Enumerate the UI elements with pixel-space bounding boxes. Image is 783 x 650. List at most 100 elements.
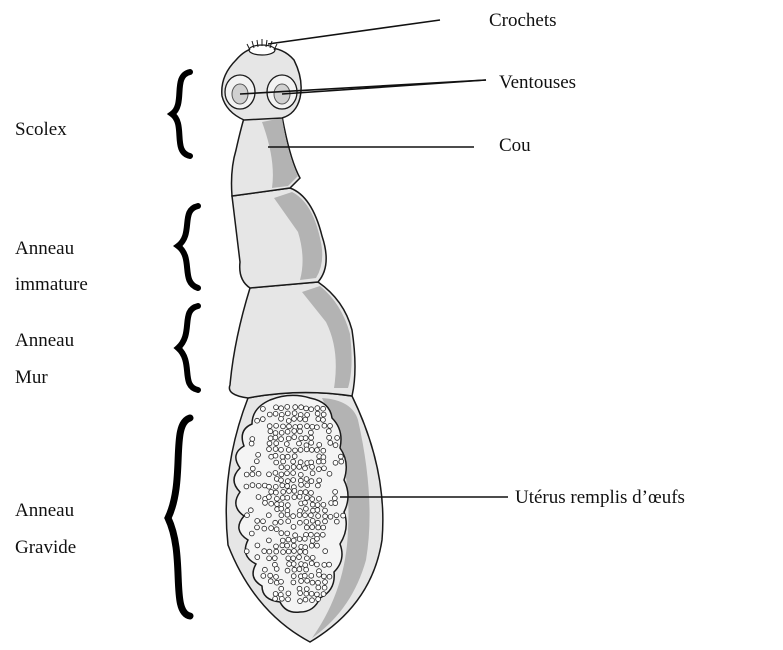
egg — [309, 440, 314, 445]
egg — [291, 459, 296, 464]
egg — [250, 472, 255, 477]
egg — [309, 561, 314, 566]
egg — [285, 512, 290, 517]
egg — [327, 435, 332, 440]
egg — [297, 513, 302, 518]
egg — [291, 471, 296, 476]
egg — [302, 573, 307, 578]
egg — [297, 441, 302, 446]
egg — [269, 526, 274, 531]
egg — [315, 592, 320, 597]
egg — [291, 478, 296, 483]
egg — [299, 482, 304, 487]
egg — [279, 502, 284, 507]
egg — [278, 520, 283, 525]
egg — [321, 418, 326, 423]
egg — [298, 448, 303, 453]
egg — [298, 472, 303, 477]
egg — [280, 483, 285, 488]
egg — [286, 549, 291, 554]
egg — [287, 489, 292, 494]
egg — [328, 441, 333, 446]
egg — [316, 580, 321, 585]
egg — [292, 417, 297, 422]
egg — [261, 574, 266, 579]
egg — [309, 532, 314, 537]
egg — [304, 477, 309, 482]
egg — [287, 562, 292, 567]
egg — [292, 454, 297, 459]
egg — [317, 478, 322, 483]
egg — [333, 501, 338, 506]
egg — [322, 585, 327, 590]
egg — [286, 597, 291, 602]
egg — [335, 436, 340, 441]
egg — [323, 508, 328, 513]
egg — [310, 580, 315, 585]
egg — [280, 543, 285, 548]
egg — [285, 495, 290, 500]
egg — [279, 416, 284, 421]
label-mature-line2: Mur — [15, 367, 48, 389]
egg — [310, 465, 315, 470]
egg — [273, 592, 278, 597]
brace-mature — [178, 306, 198, 390]
egg — [255, 555, 260, 560]
neck — [232, 116, 301, 196]
egg — [269, 501, 274, 506]
egg — [305, 578, 310, 583]
egg — [322, 466, 327, 471]
label-mature-line1: Anneau — [15, 330, 74, 352]
egg — [315, 425, 320, 430]
egg — [269, 490, 274, 495]
egg — [310, 598, 315, 603]
egg — [297, 465, 302, 470]
egg — [317, 572, 322, 577]
egg — [309, 591, 314, 596]
egg — [303, 513, 308, 518]
egg — [273, 431, 278, 436]
egg — [285, 543, 290, 548]
egg — [280, 538, 285, 543]
egg — [267, 495, 272, 500]
egg — [255, 519, 260, 524]
egg — [298, 429, 303, 434]
egg — [304, 406, 309, 411]
egg — [285, 429, 290, 434]
egg — [281, 550, 286, 555]
egg — [315, 448, 320, 453]
pointer-hooks — [268, 20, 440, 44]
egg — [291, 580, 296, 585]
egg — [341, 513, 346, 518]
egg — [274, 460, 279, 465]
egg — [285, 471, 290, 476]
egg — [255, 418, 260, 423]
label-neck: Cou — [499, 135, 531, 157]
egg — [322, 563, 327, 568]
egg — [322, 423, 327, 428]
egg — [297, 555, 302, 560]
egg — [303, 436, 308, 441]
egg — [279, 447, 284, 452]
egg — [327, 562, 332, 567]
egg — [274, 405, 279, 410]
egg — [303, 545, 308, 550]
egg — [279, 437, 284, 442]
egg — [267, 538, 272, 543]
egg — [274, 490, 279, 495]
egg — [248, 508, 253, 513]
egg — [291, 514, 296, 519]
label-uterus: Utérus remplis d’œufs — [515, 487, 685, 509]
egg — [293, 448, 298, 453]
label-hooks: Crochets — [489, 10, 557, 32]
egg — [267, 484, 272, 489]
egg — [285, 503, 290, 508]
egg — [304, 567, 309, 572]
egg — [262, 549, 267, 554]
egg — [266, 513, 271, 518]
egg — [292, 495, 297, 500]
egg — [274, 567, 279, 572]
egg — [305, 483, 310, 488]
egg — [310, 518, 315, 523]
